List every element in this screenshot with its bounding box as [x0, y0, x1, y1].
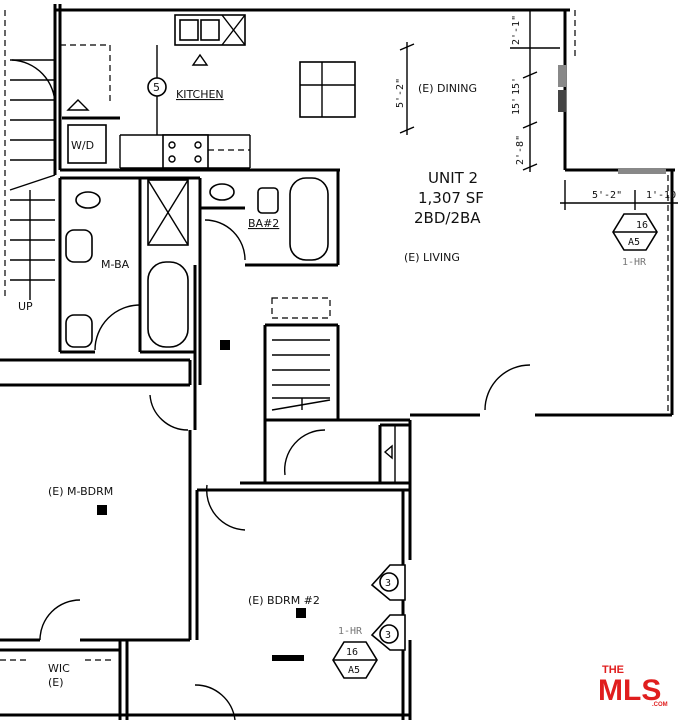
washer-dryer-label: W/D — [71, 139, 94, 152]
dining-label: (E) DINING — [418, 82, 477, 95]
window-tag-1-text: 3 — [385, 578, 391, 589]
living-label: (E) LIVING — [404, 251, 460, 264]
detail-living-sheet: A5 — [628, 237, 640, 248]
left-stair — [4, 10, 56, 300]
dimension-lines — [399, 10, 678, 210]
outlet-markers — [97, 340, 306, 661]
stair-up-label: UP — [18, 300, 33, 313]
unit-area: 1,307 SF — [418, 189, 484, 207]
dim-right-2: 15' — [511, 77, 522, 95]
unit-name: UNIT 2 — [428, 169, 478, 187]
right-windows — [558, 10, 669, 412]
dim-right-3: 2'-8" — [515, 135, 526, 165]
mls-logo: THE MLS .COM — [598, 664, 668, 708]
fire-rating-living: 1-HR — [622, 257, 647, 268]
dim-right-5: 1'-10 — [646, 190, 676, 201]
dim-right-1: 15' — [511, 97, 522, 115]
fire-rating-bdrm: 1-HR — [338, 626, 363, 637]
wic-sub-label: (E) — [48, 676, 64, 689]
master-bedroom-label: (E) M-BDRM — [48, 485, 113, 498]
detail-bdrm-num: 16 — [346, 647, 358, 658]
kitchen-tag-text: 5 — [153, 81, 160, 94]
window-tag-2-text: 3 — [385, 630, 391, 641]
wic-label: WIC — [48, 662, 70, 675]
walls — [0, 4, 675, 720]
logo-mls: MLS — [598, 674, 661, 707]
bath-fixtures — [65, 177, 329, 351]
bath2-label: BA#2 — [248, 217, 279, 230]
labels: KITCHEN 5 (E) DINING UNIT 2 1,307 SF 2BD… — [18, 81, 648, 689]
unit-beds-baths: 2BD/2BA — [414, 209, 481, 227]
detail-bdrm-sheet: A5 — [348, 665, 360, 676]
logo-the: THE — [602, 664, 624, 676]
detail-living-num: 16 — [636, 220, 648, 231]
bedroom2-label: (E) BDRM #2 — [248, 594, 320, 607]
master-bath-label: M-BA — [101, 258, 130, 271]
center-stair — [271, 297, 393, 460]
doors — [0, 364, 531, 720]
dim-dining-height: 5'-2" — [395, 78, 406, 108]
dim-right-4: 5'-2" — [592, 190, 622, 201]
tag-symbols — [147, 77, 658, 679]
dim-top-right: 2'-1" — [511, 15, 522, 45]
dimension-texts: 5'-2" 2'-1" 15' 15' 2'-8" 5'-2" 1'-10 — [395, 15, 676, 201]
kitchen-label: KITCHEN — [176, 88, 224, 101]
kitchen-tag — [147, 77, 167, 97]
logo-dotcom: .COM — [652, 702, 668, 708]
